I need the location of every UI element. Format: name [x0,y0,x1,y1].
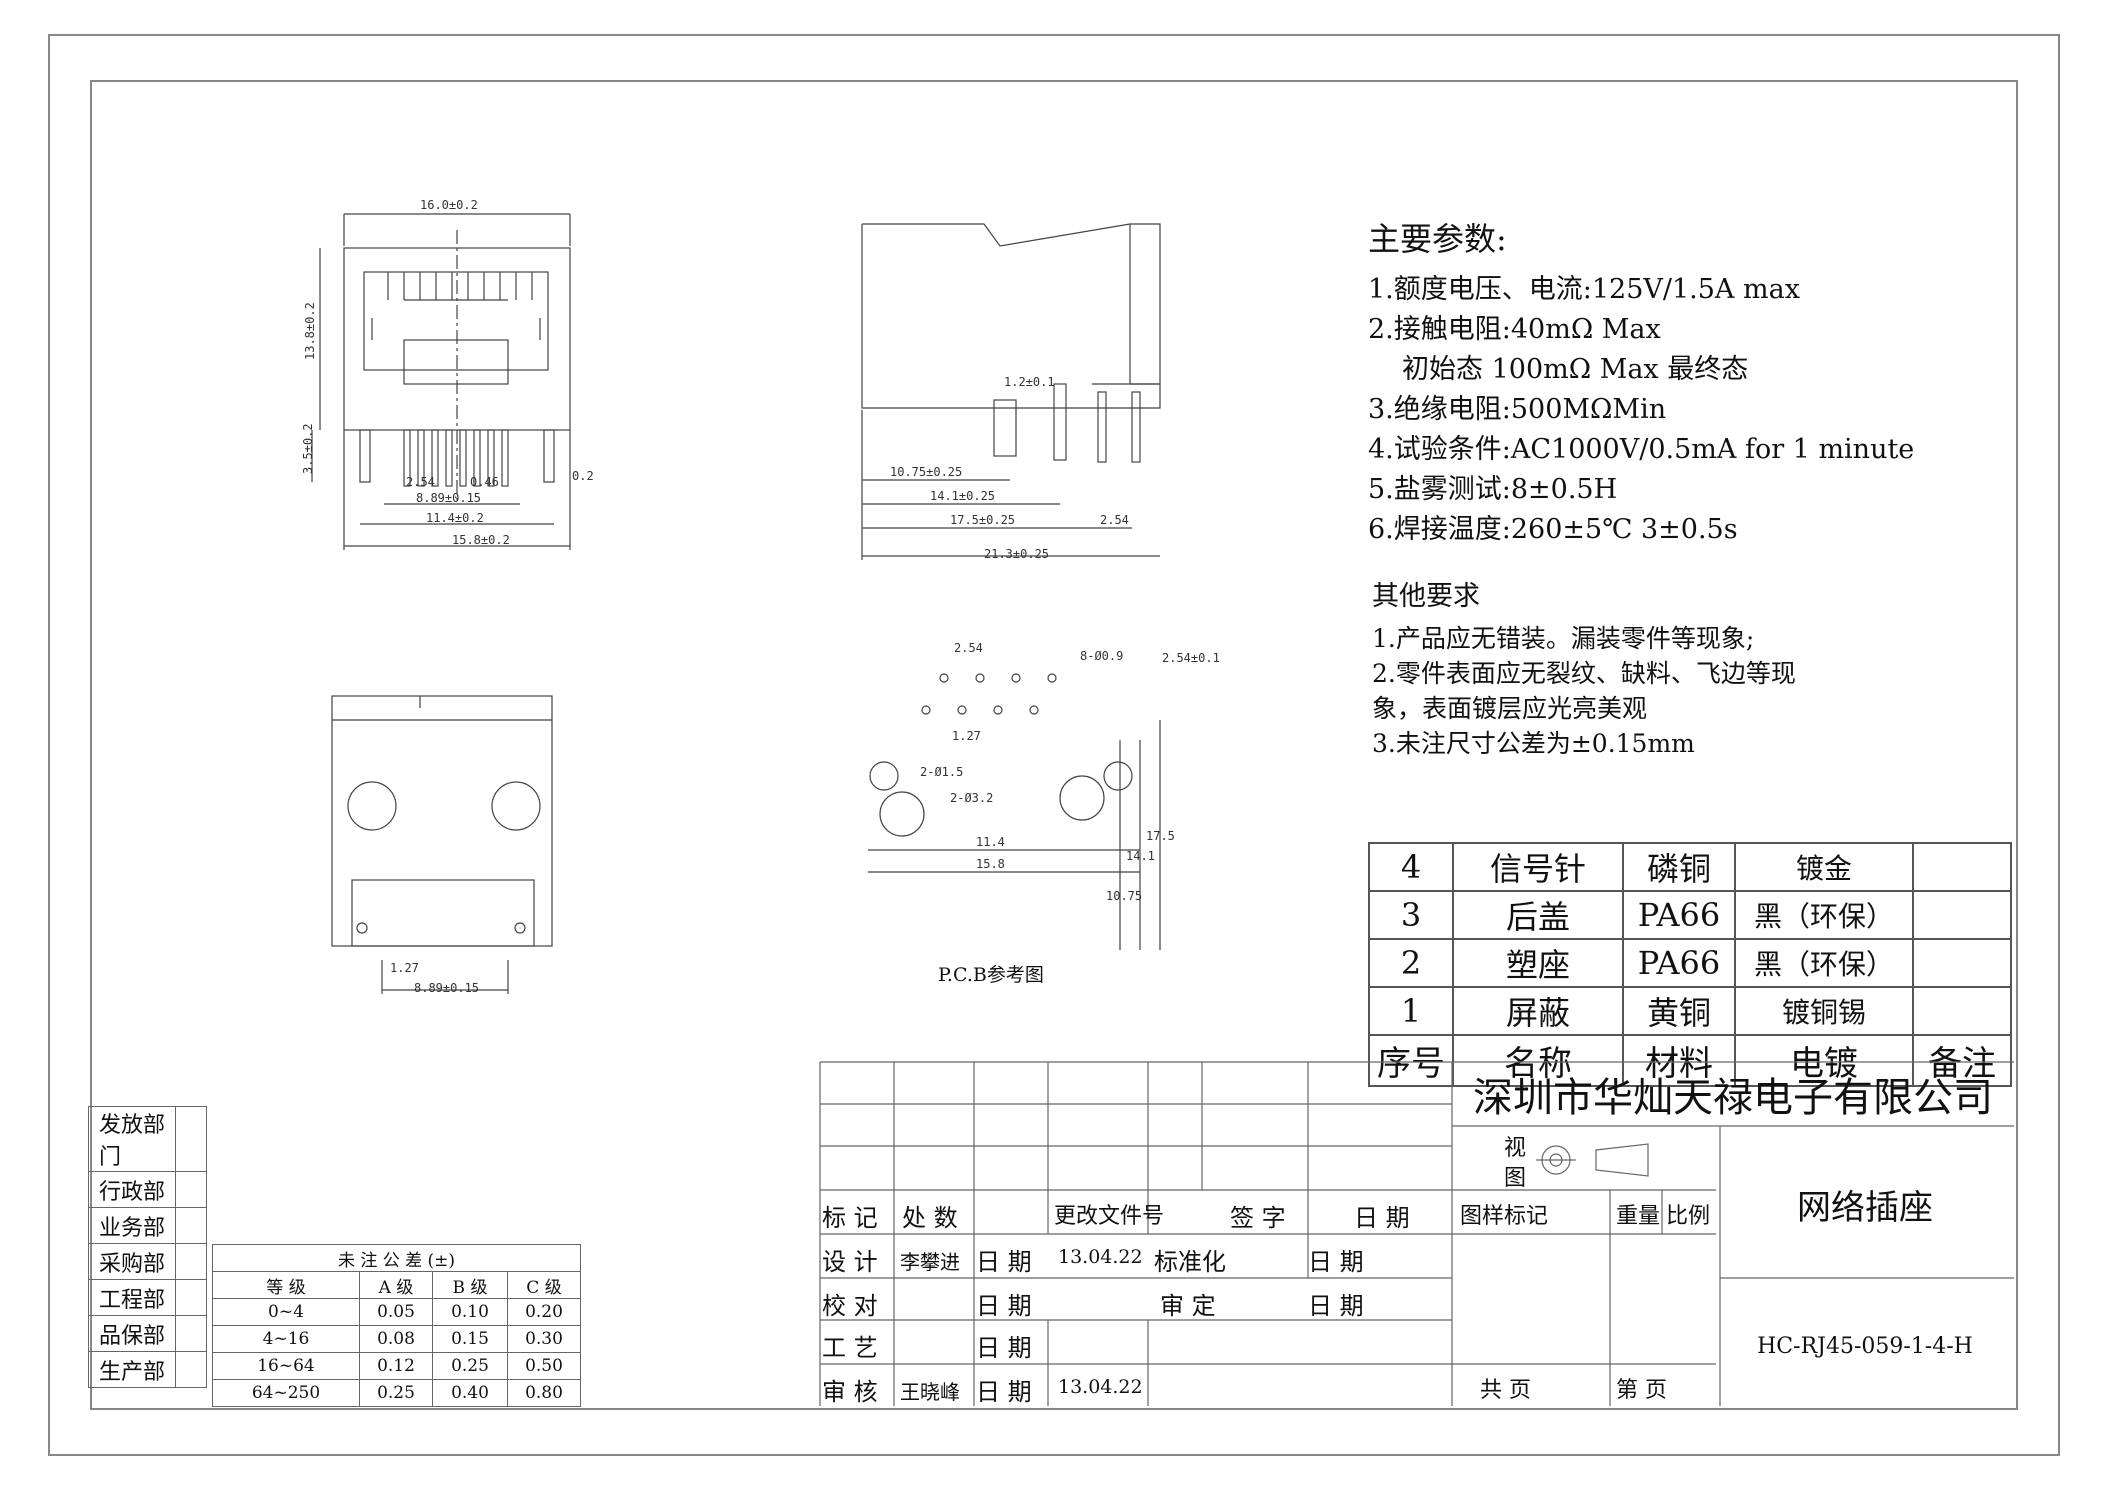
dim-span-c: 15.8±0.2 [452,533,510,547]
inner-frame [90,80,2018,1410]
tb-mark: 标 记 [822,1204,878,1232]
req-item: 3.未注尺寸公差为±0.15mm [1372,729,1695,758]
tb-scale: 比例 [1666,1204,1711,1229]
product-code: HC-RJ45-059-1-4-H [1757,1334,1973,1359]
tb-craft: 工 艺 [822,1334,878,1362]
tb-sample-mark: 图样标记 [1460,1204,1549,1229]
dim-span-b: 11.4±0.2 [426,511,484,525]
dim-pitch: 2.54 [406,475,435,489]
dim-front-width: 16.0±0.2 [420,198,478,212]
dim-pcb-1: 2.54 [954,641,983,655]
rear-view [331,695,553,994]
tb-sign: 签 字 [1230,1204,1286,1232]
dept-label: 工程部 [88,1279,176,1316]
dim-small-r: 0.2 [572,469,594,483]
tb-review-date: 13.04.22 [1058,1376,1143,1398]
tolerance-title: 未 注 公 差 (±) [212,1244,581,1272]
tb-design: 设 计 [822,1248,878,1276]
param-item: 初始态 100mΩ Max 最终态 [1402,354,1749,385]
tb-review-day: 日 期 [976,1378,1032,1406]
tb-approve: 审 定 [1160,1292,1216,1320]
tb-check: 校 对 [822,1292,878,1320]
dept-label: 业务部 [88,1207,176,1244]
param-item: 1.额度电压、电流:125V/1.5A max [1368,274,1800,305]
dim-span-a: 8.89±0.15 [416,491,481,505]
dim-side-1: 1.2±0.1 [1004,375,1055,389]
tb-design-day: 日 期 [976,1248,1032,1276]
dim-side-2: 10.75±0.25 [890,465,962,479]
dim-pcb-9: 10.75 [1106,889,1142,903]
other-title: 其他要求 [1372,581,1480,612]
param-item: 5.盐雾测试:8±0.5H [1368,474,1618,505]
dept-label: 发放部门 [88,1106,176,1172]
dept-label: 采购部 [88,1243,176,1280]
main-params: 主要参数: 1.额度电压、电流:125V/1.5A max 2.接触电阻:40m… [1368,214,1988,550]
dim-pcb-4: 1.27 [952,729,981,743]
tb-standard-day: 日 期 [1308,1248,1364,1276]
dim-pin-width: 0.46 [470,475,499,489]
dim-bottom-a: 1.27 [390,961,419,975]
tb-check-day: 日 期 [976,1292,1032,1320]
pcb-view [868,673,1161,950]
tb-standard: 标准化 [1154,1248,1226,1276]
tb-approve-day: 日 期 [1308,1292,1364,1320]
dim-side-3: 14.1±0.25 [930,489,995,503]
main-params-title: 主要参数: [1368,220,1507,258]
product-name: 网络插座 [1797,1188,1933,1228]
req-item: 2.零件表面应无裂纹、缺料、飞边等现 [1372,659,1796,688]
dept-label: 生产部 [88,1351,176,1388]
param-item: 6.焊接温度:260±5℃ 3±0.5s [1368,514,1738,545]
dim-front-height: 13.8±0.2 [303,302,317,360]
dim-bottom-b: 8.89±0.15 [414,981,479,995]
dim-side-6: 21.3±0.25 [984,547,1049,561]
param-item: 4.试验条件:AC1000V/0.5mA for 1 minute [1368,434,1915,465]
param-item: 3.绝缘电阻:500MΩMin [1368,394,1667,425]
company-name: 深圳市华灿天禄电子有限公司 [1473,1075,1993,1121]
dim-pcb-3: 2.54±0.1 [1162,651,1220,665]
tb-craft-day: 日 期 [976,1334,1032,1362]
tb-reviewer: 王晓峰 [900,1380,960,1404]
param-item: 2.接触电阻:40mΩ Max [1368,314,1661,345]
dim-pcb-7: 11.4 [976,835,1005,849]
dim-pcb-8: 15.8 [976,857,1005,871]
tb-review: 审 核 [822,1378,878,1406]
req-item: 1.产品应无错装。漏装零件等现象; [1372,624,1755,653]
outer-frame [48,34,2060,1456]
dim-side-4: 17.5±0.25 [950,513,1015,527]
dept-label: 行政部 [88,1171,176,1208]
tb-date: 日 期 [1354,1204,1410,1232]
tb-designer: 李攀进 [900,1250,960,1274]
dept-label: 品保部 [88,1315,176,1352]
tb-page-no: 第 页 [1616,1378,1667,1403]
dim-pcb-6: 2-Ø3.2 [950,791,993,805]
dim-pcb-5: 2-Ø1.5 [920,765,963,779]
tb-count: 处 数 [902,1204,958,1232]
front-view [311,213,571,550]
pcb-caption: P.C.B参考图 [938,964,1044,986]
dim-leg-height: 3.5±0.2 [301,423,315,474]
view-label: 视图 [1504,1136,1527,1191]
tb-change-doc: 更改文件号 [1054,1204,1165,1229]
dim-pcb-10: 14.1 [1126,849,1155,863]
tb-weight: 重量 [1616,1204,1661,1229]
tb-total-pages: 共 页 [1480,1378,1531,1403]
side-view [861,223,1161,560]
department-table: 发放部门 行政部 业务部 采购部 工程部 品保部 生产部 [88,1106,207,1388]
dim-side-5: 2.54 [1100,513,1129,527]
tb-design-date: 13.04.22 [1058,1246,1143,1268]
other-requirements: 其他要求 1.产品应无错装。漏装零件等现象; 2.零件表面应无裂纹、缺料、飞边等… [1372,574,1992,761]
dim-pcb-2: 8-Ø0.9 [1080,649,1123,663]
req-item: 象，表面镀层应光亮美观 [1372,694,1648,723]
bom-header: 序号名称材料电镀备注 [1368,1034,2012,1087]
dim-pcb-11: 17.5 [1146,829,1175,843]
